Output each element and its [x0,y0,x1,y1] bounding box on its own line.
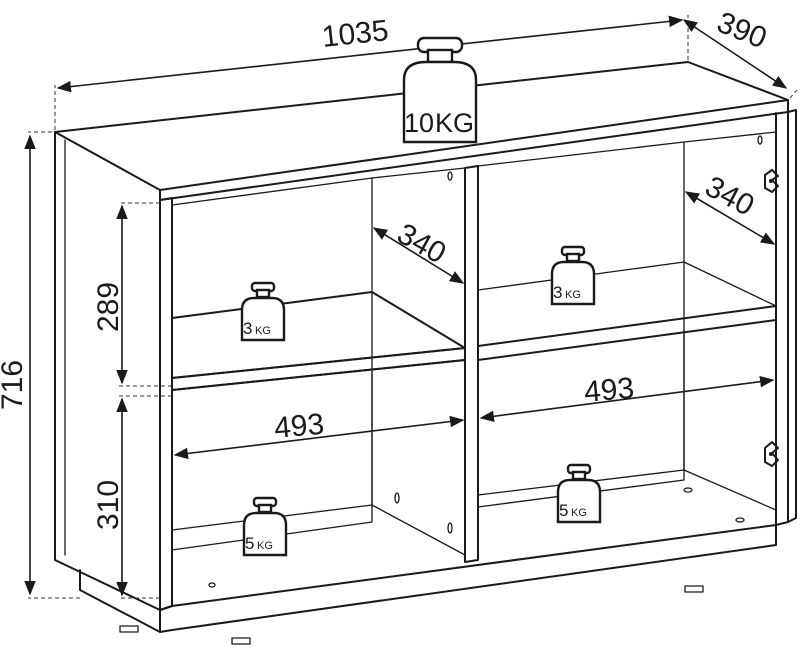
right-back-panel [477,141,685,508]
depth-extension [789,89,798,99]
height-label: 716 [0,360,29,410]
right-depth-dimension-line [684,191,776,245]
dimension-lines [24,15,798,599]
screw-hole [208,582,216,588]
screw-hole [735,517,745,523]
left-width-dimension-line [173,415,465,460]
weight-upper-right-number: 3 [553,283,562,302]
weight-icon-top: 10 KG [402,36,478,144]
right-back-top-edge [683,131,777,143]
cabinet-top-edge [159,99,789,201]
weight-lower-right-number: 5 [559,501,568,520]
right-width-label: 493 [583,372,636,409]
shelf-upper-right [477,261,777,307]
right-side-panel [787,109,797,523]
right-front-upright [775,111,789,526]
weight-icon-upper-left: 3 KG [240,281,286,342]
left-back-panel [171,177,373,551]
left-front-upright [159,197,173,611]
left-side-panel [54,131,161,611]
width-label: 1035 [320,14,390,54]
shelf-middle-left-front [171,347,466,391]
foot-front [231,637,251,645]
weight-icon-lower-right: 5 KG [556,463,602,524]
hinge-icon [764,441,779,467]
hinge-icon [764,169,779,193]
weight-top-number: 10 [404,108,434,138]
weight-lower-left-number: 5 [245,534,254,553]
weight-lower-right-unit: KG [571,507,587,519]
screw-hole [394,492,400,504]
weight-upper-left-number: 3 [243,319,252,338]
divider-top-edge [371,167,466,179]
base-left-recess [79,569,161,633]
screw-hole [757,135,763,145]
right-depth-label: 340 [700,170,760,223]
depth-label: 390 [712,6,771,55]
depth-dimension-line [682,19,788,89]
left-depth-label: 340 [392,217,452,270]
foot-left [119,625,139,633]
weight-icon-lower-left: 5 KG [242,496,288,557]
weight-upper-right-unit: KG [565,289,581,301]
lower-height-label: 310 [92,480,125,530]
left-depth-dimension-line [372,227,465,284]
center-divider [464,165,479,563]
dimension-labels: 1035 390 716 289 310 340 340 493 493 [0,6,771,530]
foot-right [684,585,704,593]
shelf-lower-right [477,469,777,511]
screw-hole [447,522,453,534]
weight-top-unit: KG [435,108,474,138]
right-width-dimension-line [479,375,775,423]
weight-upper-left-unit: KG [255,325,271,337]
weight-lower-left-unit: KG [257,540,273,552]
width-dimension-line [56,15,684,93]
screw-hole [683,487,693,493]
screw-hole [447,171,453,181]
weight-icon-upper-right: 3 KG [550,245,596,306]
shelf-middle-right-front [477,305,777,361]
left-width-label: 493 [273,408,326,445]
upper-height-label: 289 [92,282,125,332]
